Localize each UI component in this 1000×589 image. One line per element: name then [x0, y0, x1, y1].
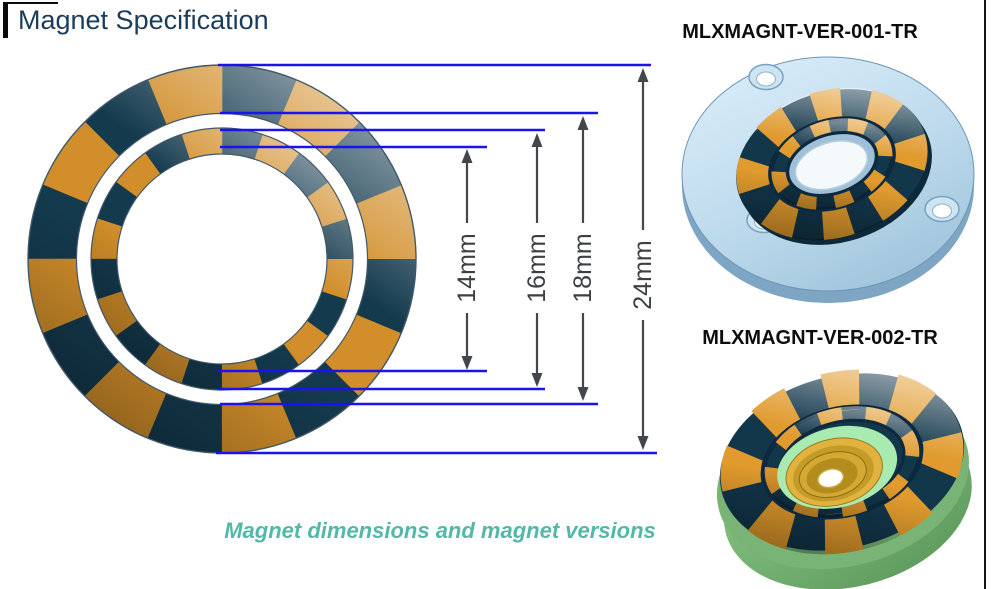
version-2-heading: MLXMAGNT-VER-002-TR: [702, 327, 938, 349]
arrow-up-icon: [637, 68, 649, 82]
dimension-extension-lines: [216, 63, 657, 455]
arrow-down-icon: [461, 356, 473, 370]
dimension-18mm: 18mm: [569, 116, 597, 401]
magnet-rings-ver-001: [736, 87, 932, 245]
arrow-down-icon: [577, 387, 589, 401]
dimension-label-16mm: 16mm: [523, 233, 551, 302]
page-title: Magnet Specification: [18, 5, 269, 35]
dimension-16mm: 16mm: [523, 133, 551, 387]
arrow-down-icon: [637, 436, 649, 450]
ring-magnet-2d-drawing: [27, 64, 417, 454]
mounting-hole: [924, 195, 960, 223]
arrow-up-icon: [577, 116, 589, 130]
dimension-label-24mm: 24mm: [629, 240, 657, 309]
mounting-hole: [748, 63, 784, 91]
arrow-up-icon: [461, 149, 473, 163]
render-ver-002: [716, 369, 972, 589]
hub-through-hole: [817, 468, 845, 489]
dimension-label-18mm: 18mm: [569, 233, 597, 302]
render-ver-001: [681, 56, 975, 303]
dimension-14mm: 14mm: [453, 149, 481, 370]
figure-caption: Magnet dimensions and magnet versions: [224, 518, 656, 543]
hub-ver-002: [777, 425, 898, 509]
arrow-up-icon: [531, 133, 543, 147]
version-1-heading: MLXMAGNT-VER-001-TR: [682, 21, 918, 43]
page-right-border: [984, 0, 986, 589]
dimension-label-14mm: 14mm: [453, 233, 481, 302]
arrow-down-icon: [531, 373, 543, 387]
title-accent-bar: [3, 3, 8, 38]
title-top-rule: [3, 2, 58, 4]
dimension-24mm: 24mm: [629, 68, 657, 450]
